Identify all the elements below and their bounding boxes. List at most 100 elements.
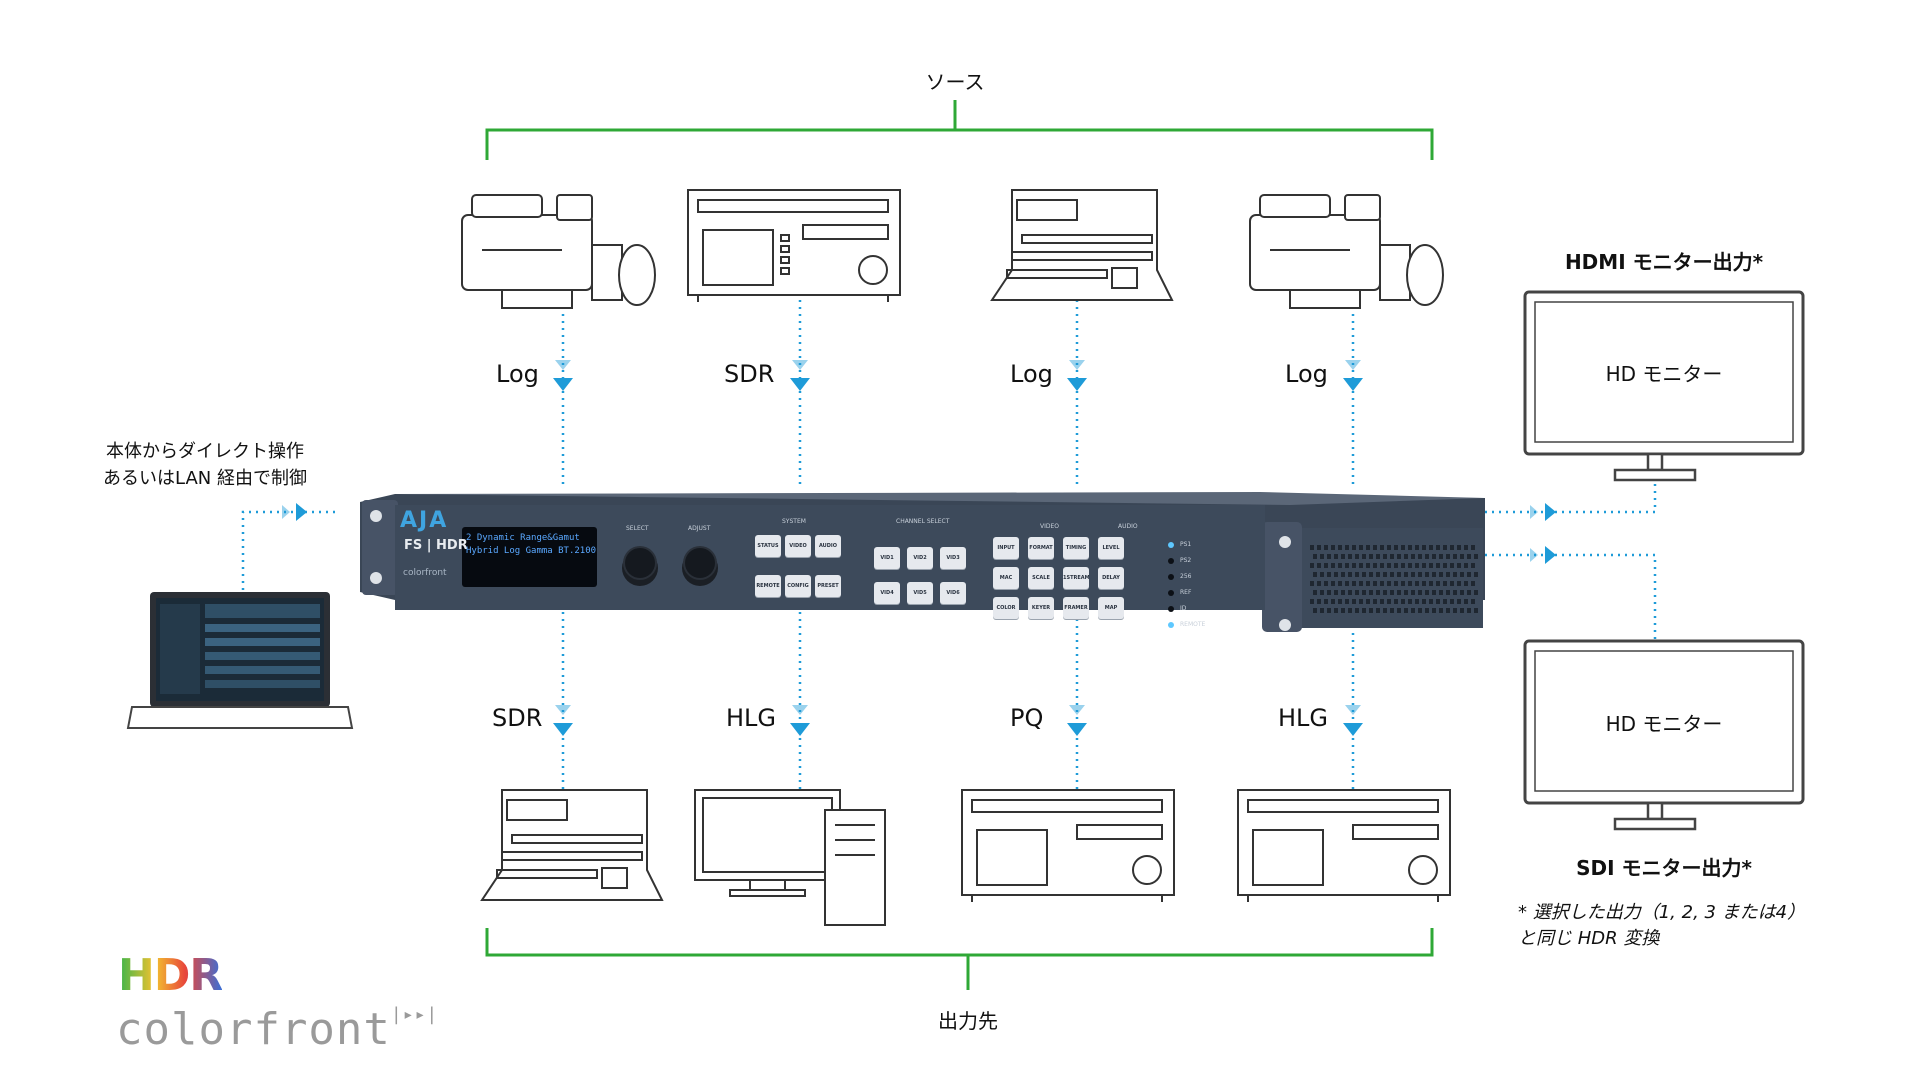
vent-hole bbox=[1320, 554, 1324, 559]
adjust-knob[interactable] bbox=[685, 548, 715, 578]
panel-button[interactable]: VID1 bbox=[874, 547, 900, 569]
panel-button[interactable]: COLOR bbox=[993, 597, 1019, 619]
led-label: ID bbox=[1180, 605, 1187, 612]
input-signal-label: Log bbox=[496, 360, 539, 388]
panel-button[interactable]: LEVEL bbox=[1098, 537, 1124, 559]
vent-hole bbox=[1317, 581, 1321, 586]
vent-hole bbox=[1369, 590, 1373, 595]
vent-hole bbox=[1313, 590, 1317, 595]
vent-hole bbox=[1446, 554, 1450, 559]
vent-hole bbox=[1446, 608, 1450, 613]
output-bracket-label: 出力先 bbox=[938, 1009, 998, 1033]
vent-hole bbox=[1320, 608, 1324, 613]
vent-hole bbox=[1457, 599, 1461, 604]
vent-hole bbox=[1457, 581, 1461, 586]
vent-hole bbox=[1474, 590, 1478, 595]
footnote: * 選択した出力（1, 2, 3 または4） と同じ HDR 変換 bbox=[1518, 900, 1805, 952]
panel-button[interactable]: DELAY bbox=[1098, 567, 1124, 589]
vent-hole bbox=[1443, 545, 1447, 550]
vent-hole bbox=[1373, 581, 1377, 586]
vent-hole bbox=[1460, 572, 1464, 577]
vent-hole bbox=[1366, 581, 1370, 586]
panel-button[interactable]: PRESET bbox=[815, 575, 841, 597]
deck-icon bbox=[687, 189, 901, 302]
vent-hole bbox=[1313, 554, 1317, 559]
panel-button[interactable]: SCALE bbox=[1028, 567, 1054, 589]
panel-button[interactable]: CONFIG bbox=[785, 575, 811, 597]
vent-hole bbox=[1397, 608, 1401, 613]
status-led bbox=[1168, 542, 1174, 548]
status-led bbox=[1168, 590, 1174, 596]
vent-hole bbox=[1380, 563, 1384, 568]
vent-hole bbox=[1331, 581, 1335, 586]
display-line: 2 Dynamic Range&Gamut bbox=[466, 533, 580, 543]
vent-hole bbox=[1404, 572, 1408, 577]
vent-hole bbox=[1418, 608, 1422, 613]
panel-button[interactable]: 1STREAM bbox=[1063, 567, 1089, 589]
vent-hole bbox=[1362, 572, 1366, 577]
signal-arrows bbox=[553, 360, 1363, 736]
vent-hole bbox=[1355, 572, 1359, 577]
vent-hole bbox=[1446, 572, 1450, 577]
vent-hole bbox=[1324, 599, 1328, 604]
sdi-monitor-title: SDI モニター出力* bbox=[1576, 856, 1752, 880]
panel-button[interactable]: VID5 bbox=[907, 582, 933, 604]
vent-hole bbox=[1436, 581, 1440, 586]
vent-hole bbox=[1453, 590, 1457, 595]
vent-hole bbox=[1394, 599, 1398, 604]
panel-button[interactable]: VID6 bbox=[940, 582, 966, 604]
vent-hole bbox=[1352, 599, 1356, 604]
vent-hole bbox=[1331, 545, 1335, 550]
vent-hole bbox=[1383, 572, 1387, 577]
vent-hole bbox=[1327, 608, 1331, 613]
vent-hole bbox=[1397, 554, 1401, 559]
panel-button[interactable]: VID4 bbox=[874, 582, 900, 604]
vent-hole bbox=[1464, 545, 1468, 550]
vent-hole bbox=[1457, 563, 1461, 568]
vent-hole bbox=[1397, 590, 1401, 595]
panel-button[interactable]: REMOTE bbox=[755, 575, 781, 597]
panel-button[interactable]: FORMAT bbox=[1028, 537, 1054, 559]
select-knob[interactable] bbox=[625, 548, 655, 578]
hdmi-monitor bbox=[1523, 290, 1805, 482]
panel-button[interactable]: VIDEO bbox=[785, 535, 811, 557]
monitor-arrows bbox=[1530, 503, 1556, 564]
vent-hole bbox=[1341, 608, 1345, 613]
vent-hole bbox=[1352, 581, 1356, 586]
section-label: SYSTEM bbox=[782, 518, 806, 525]
led-label: REMOTE bbox=[1180, 621, 1206, 628]
panel-button[interactable]: VID3 bbox=[940, 547, 966, 569]
vent-hole bbox=[1338, 581, 1342, 586]
control-note-line: あるいはLAN 経由で制御 bbox=[103, 468, 307, 489]
vent-hole bbox=[1348, 590, 1352, 595]
vent-hole bbox=[1443, 563, 1447, 568]
vent-hole bbox=[1390, 590, 1394, 595]
vent-hole bbox=[1460, 554, 1464, 559]
panel-button[interactable]: FRAMER bbox=[1063, 597, 1089, 619]
vent-hole bbox=[1376, 572, 1380, 577]
panel-button[interactable]: AUDIO bbox=[815, 535, 841, 557]
vent-hole bbox=[1460, 590, 1464, 595]
vent-hole bbox=[1453, 572, 1457, 577]
vent-hole bbox=[1310, 599, 1314, 604]
vent-hole bbox=[1429, 581, 1433, 586]
vent-hole bbox=[1390, 608, 1394, 613]
panel-button[interactable]: KEYER bbox=[1028, 597, 1054, 619]
footnote-line: * 選択した出力（1, 2, 3 または4） bbox=[1518, 902, 1806, 923]
vent-hole bbox=[1369, 572, 1373, 577]
sub-brand-label: colorfront bbox=[403, 568, 447, 578]
vent-hole bbox=[1457, 545, 1461, 550]
panel-button[interactable]: STATUS bbox=[755, 535, 781, 557]
vent-hole bbox=[1327, 572, 1331, 577]
panel-button[interactable]: VID2 bbox=[907, 547, 933, 569]
vent-hole bbox=[1376, 608, 1380, 613]
panel-button[interactable]: MAP bbox=[1098, 597, 1124, 619]
model-label: FS | HDR bbox=[404, 538, 468, 553]
vent-hole bbox=[1436, 563, 1440, 568]
panel-button[interactable]: MAC bbox=[993, 567, 1019, 589]
vent-hole bbox=[1401, 563, 1405, 568]
input-signal-label: Log bbox=[1010, 360, 1053, 388]
panel-button[interactable]: TIMING bbox=[1063, 537, 1089, 559]
panel-button[interactable]: INPUT bbox=[993, 537, 1019, 559]
